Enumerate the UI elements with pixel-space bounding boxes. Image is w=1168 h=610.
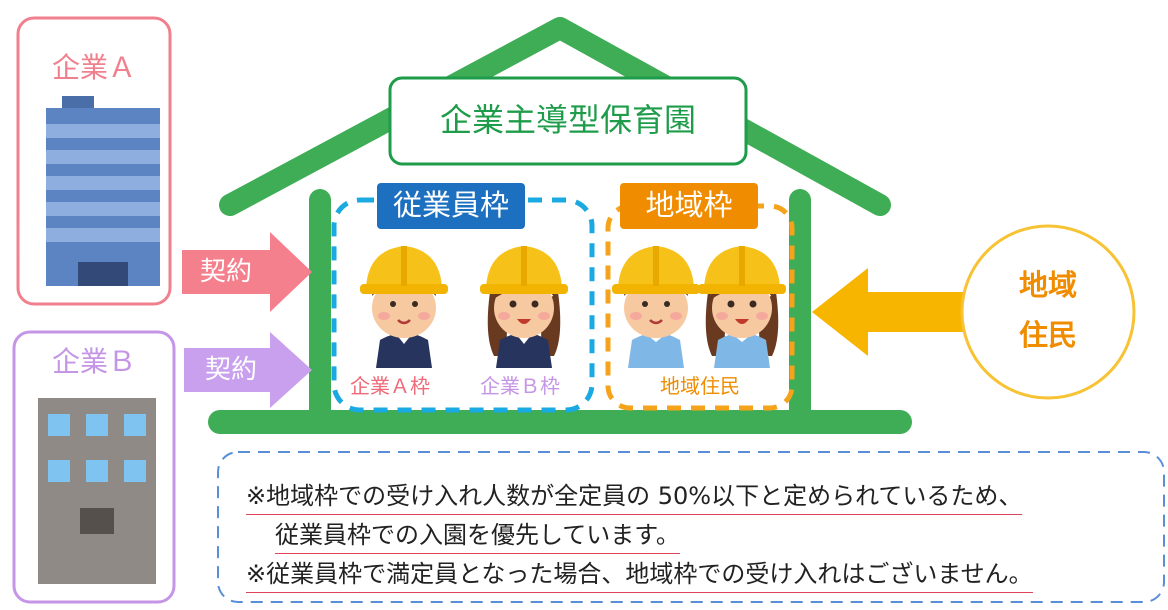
regional-quota-badge — [620, 183, 758, 229]
child-girl-regional-icon — [698, 246, 786, 368]
employee-quota-badge — [377, 183, 525, 229]
office-building-icon — [46, 96, 160, 286]
contract-arrow-a — [182, 232, 312, 312]
employee-quota-label: 従業員枠 — [392, 188, 509, 222]
contract-arrow-b — [184, 332, 312, 408]
child-b-quota-label: 企業Ｂ枠 — [480, 374, 560, 398]
resident-line1: 地域 — [1018, 268, 1077, 302]
child-a-quota-label: 企業Ａ枠 — [350, 374, 430, 398]
child-boy-regional-icon — [612, 246, 700, 368]
company-b-card — [12, 330, 176, 604]
page-title: 企業主導型保育園 — [439, 101, 696, 139]
company-b-label: 企業Ｂ — [51, 345, 136, 378]
note-line-1: ※地域枠での受け入れ人数が全定員の 50%以下と定められているため、 — [246, 484, 1023, 515]
regional-residents-label: 地域住民 — [660, 374, 740, 398]
contract-label-a: 契約 — [200, 257, 253, 287]
small-building-icon — [38, 398, 156, 584]
house-outline — [208, 17, 912, 434]
resident-circle — [960, 224, 1136, 400]
notes-box — [217, 451, 1165, 603]
regional-quota-box — [605, 203, 795, 411]
note-line-2: 従業員枠での入園を優先しています。 — [275, 523, 680, 554]
contract-label-b: 契約 — [205, 355, 258, 385]
note-line-3: ※従業員枠で満定員となった場合、地域枠での受け入れはございません。 — [246, 562, 1033, 593]
child-girl-b-icon — [480, 246, 568, 368]
title-box — [388, 76, 748, 166]
company-a-card — [16, 16, 172, 306]
child-boy-a-icon — [360, 246, 448, 368]
regional-quota-label: 地域枠 — [645, 188, 733, 222]
resident-arrow — [812, 268, 966, 356]
resident-line2: 住民 — [1018, 318, 1077, 352]
company-a-label: 企業Ａ — [51, 51, 136, 84]
